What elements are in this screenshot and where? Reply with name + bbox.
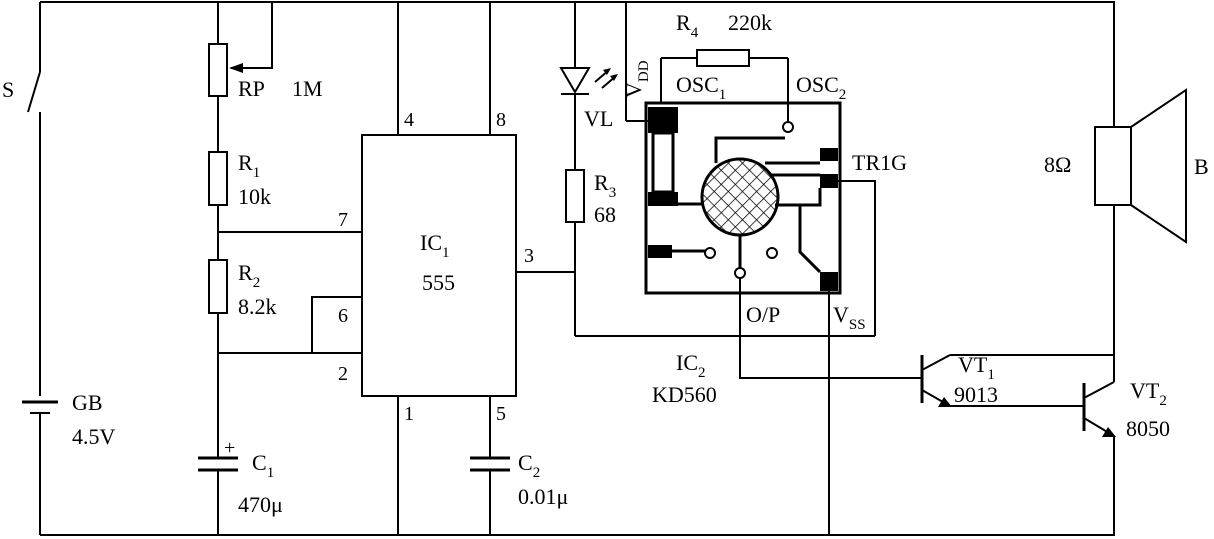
ic1-label: IC1 — [420, 230, 450, 261]
r2-value: 8.2k — [238, 294, 277, 319]
r2-label: R2 — [238, 260, 260, 291]
ic2-value: KD560 — [652, 382, 717, 407]
speaker-b: 8Ω B — [1044, 88, 1209, 244]
pot-label: RP — [238, 76, 265, 101]
ic1-pin7: 7 — [338, 209, 348, 231]
ic1-wiring — [218, 2, 575, 535]
c1-value: 470μ — [238, 492, 283, 517]
resistor-r3: R3 68 — [565, 169, 875, 337]
r4-label: R4 — [676, 10, 699, 41]
r4-value: 220k — [728, 10, 772, 35]
ic1-pin4: 4 — [404, 109, 414, 131]
r1-label: R1 — [238, 150, 260, 181]
resistor-r1: R1 10k — [208, 150, 271, 260]
ic1-pin2: 2 — [338, 363, 348, 385]
transistor-vt1: VT1 9013 — [920, 352, 1114, 407]
switch-label: S — [2, 77, 14, 102]
pot-value: 1M — [292, 76, 323, 101]
led-vl: VL — [559, 2, 618, 170]
ic1-pin8: 8 — [496, 109, 506, 131]
ic1-pin1: 1 — [404, 403, 414, 425]
ic1-value: 555 — [422, 270, 455, 295]
ic2-vss-label: VSS — [833, 302, 866, 333]
switch-s: S — [2, 2, 41, 396]
capacitor-c1: + C1 470μ — [198, 437, 283, 535]
transistor-vt2: VT2 8050 — [1082, 355, 1170, 456]
ic2-osc1-label: OSC1 — [676, 72, 726, 103]
ic2-vdd-label: VDD — [621, 60, 652, 98]
vt1-label: VT1 — [958, 352, 995, 383]
c1-polarity: + — [224, 437, 235, 459]
battery-value: 4.5V — [72, 424, 116, 449]
ic2-label: IC2 — [676, 350, 706, 381]
ic1-pin6: 6 — [338, 305, 348, 327]
led-label: VL — [584, 106, 613, 131]
speaker-label: B — [1194, 154, 1209, 179]
resistor-r2: R2 8.2k — [208, 259, 277, 458]
c2-value: 0.01μ — [518, 484, 568, 509]
c1-label: C1 — [252, 450, 274, 481]
rails — [40, 1, 1115, 536]
speaker-value: 8Ω — [1044, 152, 1071, 177]
r3-value: 68 — [594, 202, 616, 227]
ic1-555: IC1 555 4 8 7 6 2 1 5 3 — [338, 109, 534, 425]
capacitor-c2: C2 0.01μ — [470, 450, 568, 535]
resistor-r4: R4 220k — [660, 10, 789, 122]
battery-label: GB — [72, 390, 103, 415]
ic2-trig-label: TR1G — [852, 150, 907, 175]
potentiometer-rp: RP 1M — [208, 2, 323, 152]
r3-label: R3 — [594, 170, 616, 201]
battery-gb: GB 4.5V — [22, 390, 116, 535]
c2-label: C2 — [518, 450, 540, 481]
r1-value: 10k — [238, 184, 271, 209]
ic1-pin3: 3 — [524, 245, 534, 267]
ic2-osc2-label: OSC2 — [796, 72, 846, 103]
ic1-pin5: 5 — [496, 403, 506, 425]
vt2-label: VT2 — [1130, 378, 1167, 409]
ic2-kd560: VDD OSC1 OSC2 TR1G O/P VSS IC2 KD560 — [621, 2, 922, 535]
vt2-value: 8050 — [1126, 416, 1170, 441]
vt1-value: 9013 — [954, 382, 998, 407]
ic2-op-label: O/P — [746, 302, 780, 327]
